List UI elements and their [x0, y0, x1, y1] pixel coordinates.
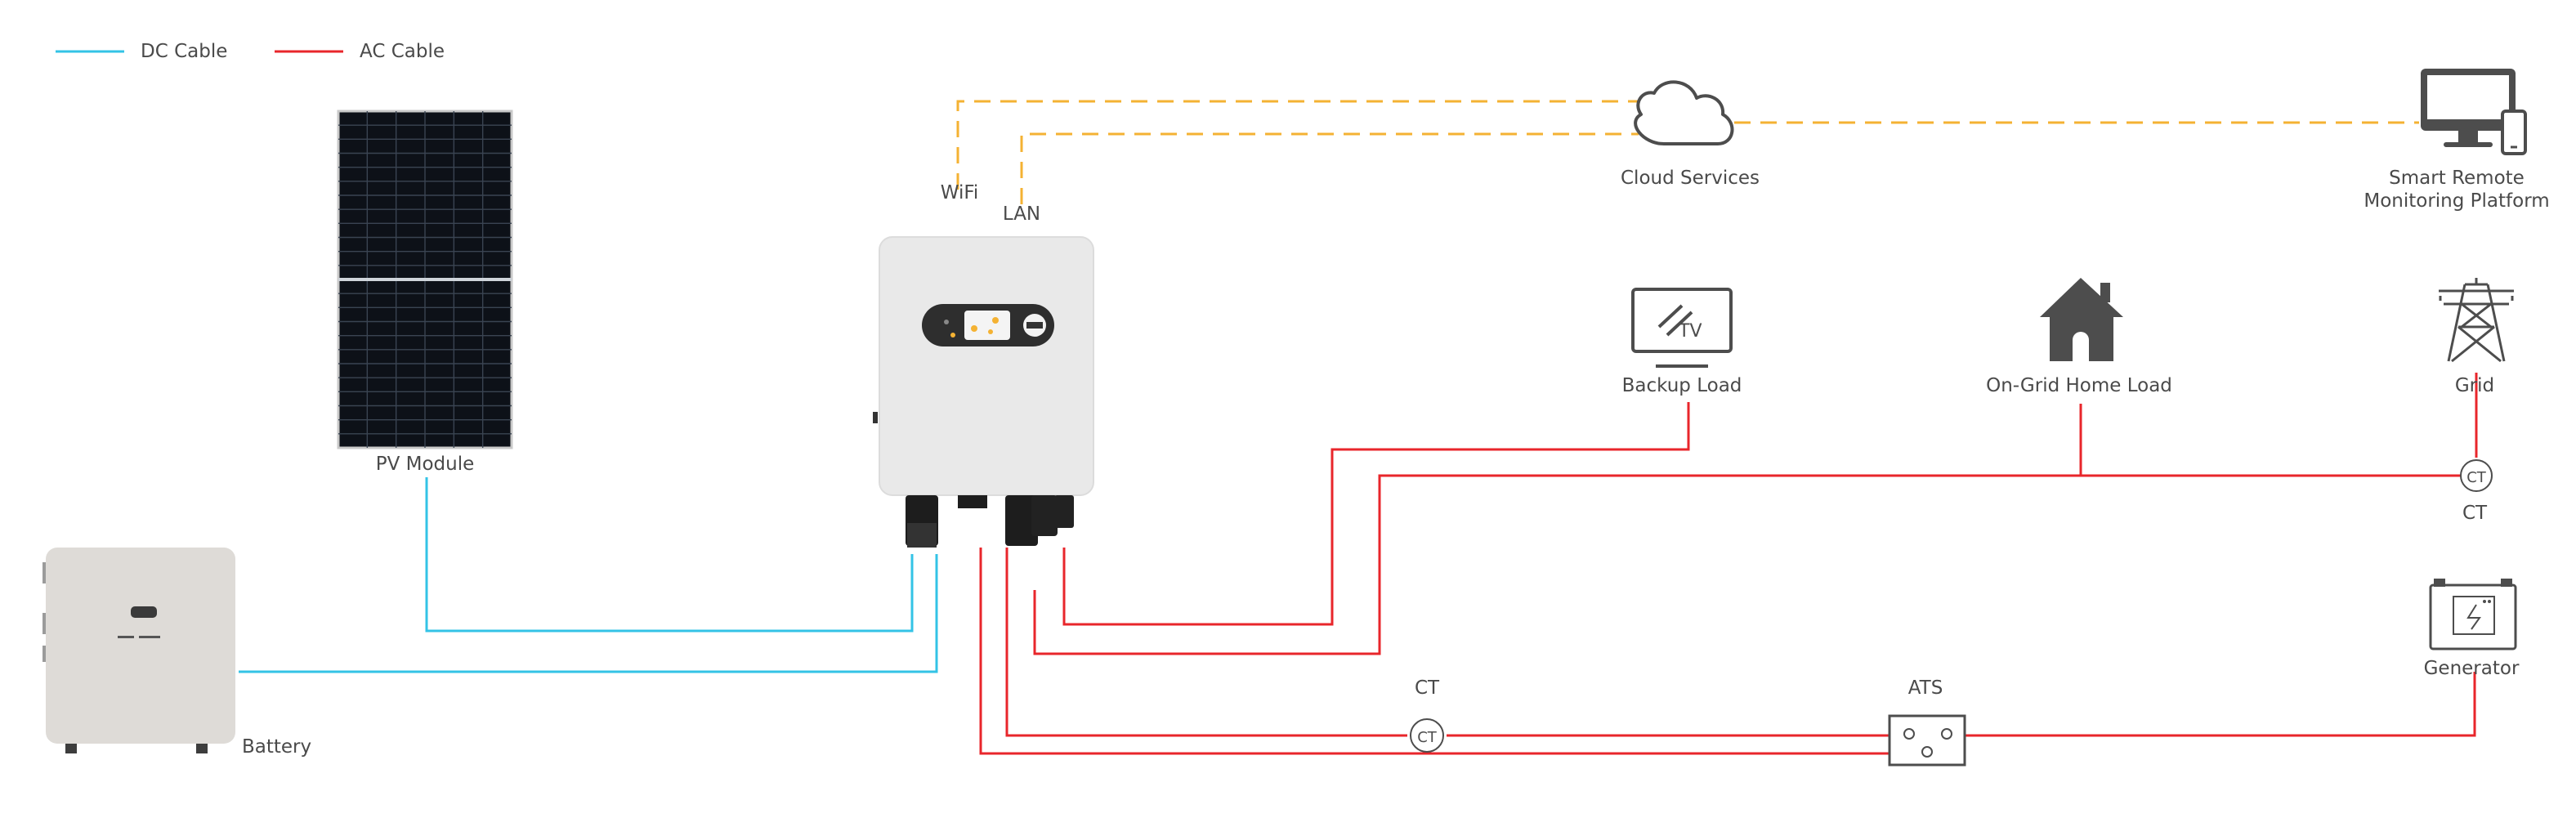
dc-cable-battery [239, 554, 938, 673]
ac-cable-grid [1033, 474, 2462, 655]
cloud-icon [1634, 80, 1734, 145]
wifi-line [956, 100, 1639, 190]
grid-tower-icon [2439, 278, 2514, 363]
ac-cable-ct-ats [1005, 548, 1407, 737]
monitor-label-line2: Monitoring Platform [2364, 190, 2550, 212]
ats-label: ATS [1907, 677, 1943, 699]
ct-sensor-bottom: CT [1410, 718, 1444, 753]
lan-line [1020, 132, 1639, 204]
ct-grid-label: CT [2462, 503, 2488, 524]
battery-label: Battery [242, 736, 312, 758]
ac-cables [979, 373, 2478, 755]
wifi-label: WiFi [940, 182, 979, 203]
ats-switch [1888, 714, 1966, 767]
comm-lines [956, 100, 2419, 204]
backup-load-label: Backup Load [1621, 375, 1742, 396]
monitor-icon [2421, 69, 2527, 155]
generator-icon [2429, 579, 2517, 650]
dc-cable-pv [425, 477, 914, 633]
tv-icon: TV [1631, 288, 1733, 368]
cloud-label: Cloud Services [1621, 168, 1760, 189]
battery-unit [42, 548, 235, 753]
svg-text:CT: CT [1417, 729, 1438, 746]
home-load-label: On-Grid Home Load [1986, 375, 2172, 396]
ac-cable-ats-inverter [979, 548, 1890, 755]
pv-module [337, 110, 513, 449]
monitor-label-line1: Smart Remote [2389, 168, 2525, 189]
ct-bottom-label: CT [1414, 677, 1440, 699]
dc-cables [239, 477, 938, 673]
tv-symbol: TV [1678, 321, 1702, 342]
inverter [873, 236, 1094, 548]
pv-module-label: PV Module [375, 454, 475, 475]
legend-dc-label: DC Cable [141, 41, 228, 62]
ac-cable-gen [1965, 672, 2476, 737]
generator-label: Generator [2423, 658, 2520, 679]
legend-ac-label: AC Cable [360, 41, 445, 62]
ac-cable-backup [1062, 402, 1690, 626]
lan-label: LAN [1002, 203, 1041, 225]
svg-text:CT: CT [2466, 469, 2487, 486]
grid-label: Grid [2454, 375, 2495, 396]
house-icon [2040, 278, 2123, 361]
ct-sensor-grid: CT [2460, 459, 2493, 492]
